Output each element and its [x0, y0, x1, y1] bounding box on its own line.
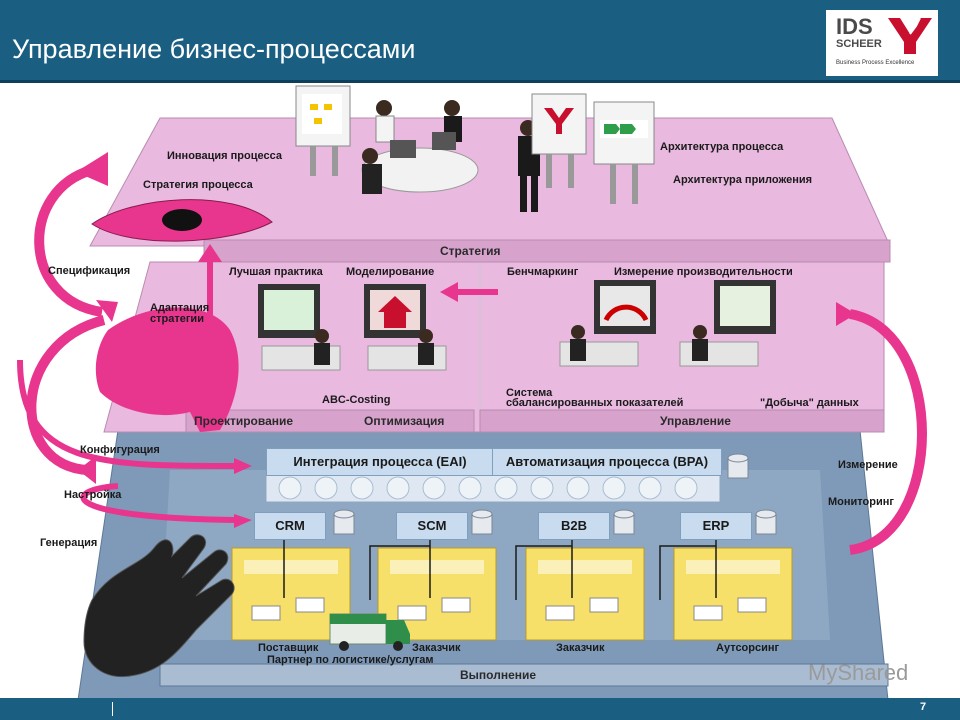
label-monitoring: Мониторинг [828, 496, 894, 508]
label-tuning: Настройка [64, 489, 122, 501]
execution-bar [159, 663, 889, 687]
gauge-icon [603, 304, 649, 322]
label-data-mining: "Добыча" данных [760, 397, 859, 409]
strategy-bar-label: Стратегия [440, 244, 501, 258]
label-abc-costing: ABC-Costing [322, 394, 391, 406]
design-bar-label: Проектирование [194, 414, 294, 428]
logo-scheer-text: SCHEER [836, 38, 882, 50]
system-erp: ERP [680, 512, 752, 540]
label-configuration: Конфигурация [80, 444, 160, 456]
arrow-heads [76, 152, 856, 528]
label-measurement: Измерение [838, 459, 898, 471]
label-customer-1: Заказчик [412, 642, 461, 654]
ids-scheer-logo: IDS SCHEER Business Process Excellence [826, 10, 938, 76]
logo-mark-icon [888, 17, 932, 54]
label-supplier: Поставщик [258, 642, 319, 654]
logo-tagline: Business Process Excellence [836, 60, 915, 66]
label-outsourcing: Аутсорсинг [716, 642, 780, 654]
partner-rooms [231, 547, 793, 641]
desk-icons [251, 597, 767, 621]
head-icon [95, 307, 239, 432]
strategy-bar [203, 239, 891, 263]
label-benchmarking: Бенчмаркинг [507, 266, 579, 278]
control-bar-label: Управление [660, 414, 731, 428]
label-bsc-1: Система [506, 387, 553, 399]
label-generation: Генерация [40, 537, 98, 549]
label-adaptation-1: Адаптация [150, 302, 210, 314]
watermark-text: MyShared [808, 660, 909, 685]
label-bsc-2: сбалансированных показателей [506, 397, 684, 409]
execution-bar-label: Выполнение [460, 668, 537, 682]
label-best-practice: Лучшая практика [229, 266, 323, 278]
page-title: Управление бизнес-процессами [12, 34, 416, 64]
gears [278, 476, 698, 500]
label-specification: Спецификация [48, 265, 131, 277]
eai-label: Интеграция процесса (EAI) [293, 454, 467, 469]
house-icon [378, 296, 412, 328]
config-arrows [17, 359, 237, 469]
label-process-strategy: Стратегия процесса [143, 179, 253, 191]
footer-bar: 7 [0, 698, 960, 720]
network-lines [283, 536, 717, 600]
label-modeling: Моделирование [346, 266, 435, 278]
bpa-box: Автоматизация процесса (BPA) [492, 448, 722, 476]
design-bar [185, 409, 475, 433]
hand-icon [83, 534, 235, 678]
label-application-architecture: Архитектура приложения [673, 174, 813, 186]
database-icons [333, 453, 777, 535]
system-b2b: B2B [538, 512, 610, 540]
label-customer-2: Заказчик [556, 642, 605, 654]
eye-pupil [162, 209, 202, 231]
header-bar: Управление бизнес-процессами IDS SCHEER … [0, 0, 960, 80]
eai-box: Интеграция процесса (EAI) [266, 448, 494, 476]
logo-ids-text: IDS [836, 14, 873, 39]
bpa-label: Автоматизация процесса (BPA) [505, 454, 709, 469]
label-logistics-partner: Партнер по логистике/услугам [267, 654, 434, 666]
truck-icon [329, 613, 410, 651]
system-crm: CRM [254, 512, 326, 540]
label-performance-measurement: Измерение производительности [614, 266, 793, 278]
workstation-icons [258, 280, 776, 371]
kiosk-icons [295, 85, 655, 204]
page-number: 7 [920, 701, 927, 713]
footer-divider [112, 702, 113, 716]
system-scm: SCM [396, 512, 468, 540]
label-adaptation-2: стратегии [150, 313, 204, 325]
laptop-icon [390, 140, 416, 158]
optimization-bar-label: Оптимизация [364, 414, 445, 428]
header-divider [0, 80, 960, 83]
config-arrow-head [234, 458, 252, 474]
laptop-icon [432, 132, 456, 150]
control-bar [479, 409, 885, 433]
cycle-arrows [26, 165, 927, 555]
label-process-architecture: Архитектура процесса [660, 141, 784, 153]
label-process-innovation: Инновация процесса [167, 150, 282, 162]
